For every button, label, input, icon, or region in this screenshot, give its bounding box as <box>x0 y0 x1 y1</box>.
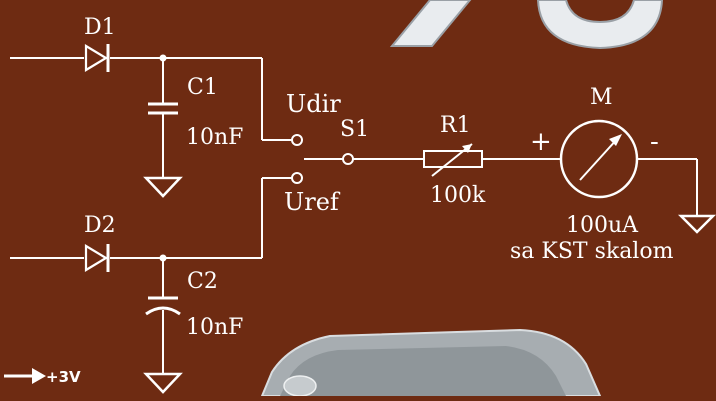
switch-s1 <box>291 134 354 184</box>
label-r1: R1 <box>440 113 471 138</box>
label-d2: D2 <box>84 213 116 238</box>
label-meter-note: sa KST skalom <box>510 239 674 264</box>
d2-branch-wires <box>10 177 292 374</box>
label-plus: + <box>530 127 552 157</box>
resistor-r1 <box>423 143 483 177</box>
label-c2-value: 10nF <box>186 315 243 340</box>
telephone-image <box>260 328 602 397</box>
label-uref: Uref <box>284 188 341 216</box>
diode-d1 <box>84 44 110 72</box>
d1-branch-wires <box>10 54 292 178</box>
label-minus: - <box>650 127 659 157</box>
label-c1-value: 10nF <box>186 125 243 150</box>
ground-c2 <box>143 372 183 394</box>
label-c2: C2 <box>187 269 218 294</box>
ground-c1 <box>143 176 183 198</box>
label-d1: D1 <box>84 15 116 40</box>
meter-m <box>559 119 639 199</box>
capacitor-c1 <box>148 102 178 115</box>
title-logo <box>389 0 664 50</box>
capacitor-c2 <box>145 296 181 316</box>
label-meter-value: 100uA <box>566 213 639 238</box>
diode-d2 <box>84 244 110 272</box>
label-r1-value: 100k <box>430 183 486 208</box>
label-udir: Udir <box>286 90 341 118</box>
label-c1: C1 <box>187 75 218 100</box>
label-supply: +3V <box>46 368 81 386</box>
label-s1: S1 <box>340 117 369 142</box>
supply-arrow-icon <box>4 368 46 384</box>
label-meter: M <box>590 85 613 110</box>
ground-meter <box>677 214 716 234</box>
